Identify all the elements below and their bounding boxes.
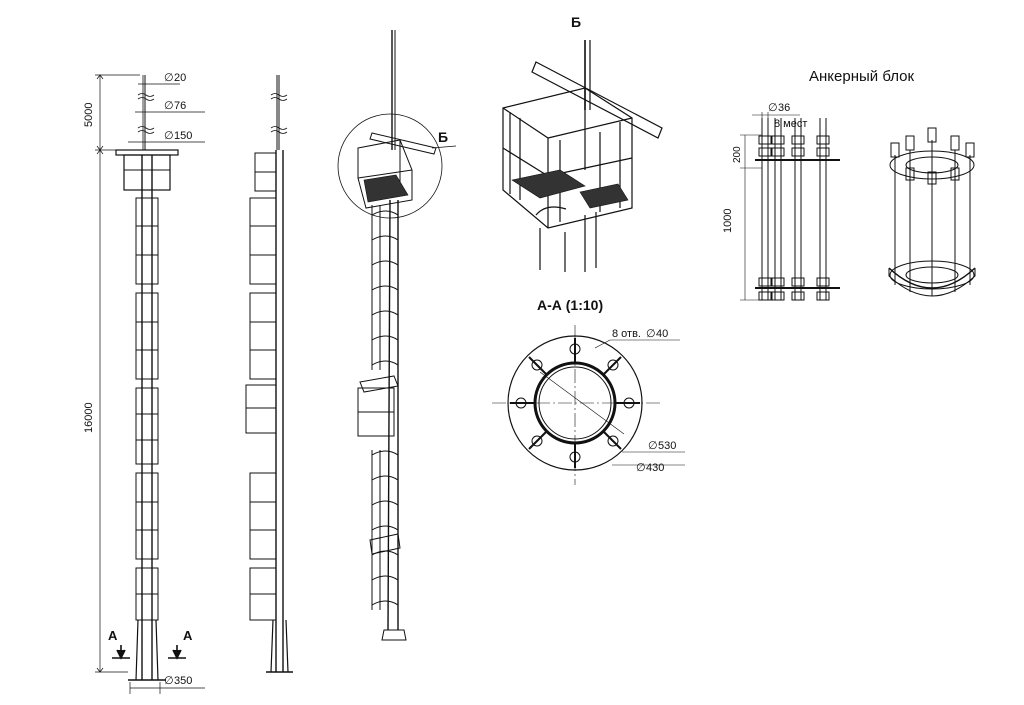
mast-upper-diameter: 76	[174, 100, 186, 112]
diameter-symbol: ∅	[164, 130, 174, 142]
top-height-dimension: 5000	[83, 103, 95, 127]
diameter-symbol: ∅	[636, 462, 646, 474]
cut-marker-right: А	[183, 628, 193, 643]
axonometric-view	[337, 30, 443, 641]
main-height-dimension: 16000	[83, 402, 95, 433]
anchor-block-iso-view	[888, 127, 976, 297]
anchor-length: 1000	[722, 209, 734, 233]
bolt-hole-diameter: 40	[656, 328, 668, 340]
anchor-count: 8 мест	[774, 118, 807, 130]
mast-mid-diameter: 150	[174, 130, 192, 142]
flange-outer-diameter: 530	[658, 440, 676, 452]
side-elevation-view	[245, 75, 293, 673]
diameter-symbol: ∅	[164, 72, 174, 84]
top-rod-diameter: 20	[174, 72, 186, 84]
diameter-symbol: ∅	[768, 102, 778, 114]
base-diameter: 350	[174, 675, 192, 687]
section-cut-markers	[112, 645, 186, 660]
anchor-block-title: Анкерный блок	[809, 68, 914, 85]
anchor-thread-length: 200	[732, 146, 743, 163]
flange-section-view	[492, 325, 685, 485]
section-b-callout: Б	[438, 129, 448, 145]
detail-b-title: Б	[571, 14, 581, 30]
anchor-bolt-diameter: 36	[778, 102, 790, 114]
front-elevation-view	[115, 75, 179, 681]
anchor-block-side-view	[740, 112, 840, 301]
diameter-symbol: ∅	[648, 440, 658, 452]
section-aa-title: А-А (1:10)	[537, 297, 603, 313]
diameter-symbol: ∅	[646, 328, 656, 340]
front-view-dimensions	[95, 74, 205, 694]
diameter-symbol: ∅	[164, 675, 174, 687]
detail-b-platform	[502, 40, 663, 272]
flange-pcd-diameter: 430	[646, 462, 664, 474]
cut-marker-left: А	[108, 628, 118, 643]
bolt-holes-count: 8 отв.	[612, 328, 641, 340]
diameter-symbol: ∅	[164, 100, 174, 112]
